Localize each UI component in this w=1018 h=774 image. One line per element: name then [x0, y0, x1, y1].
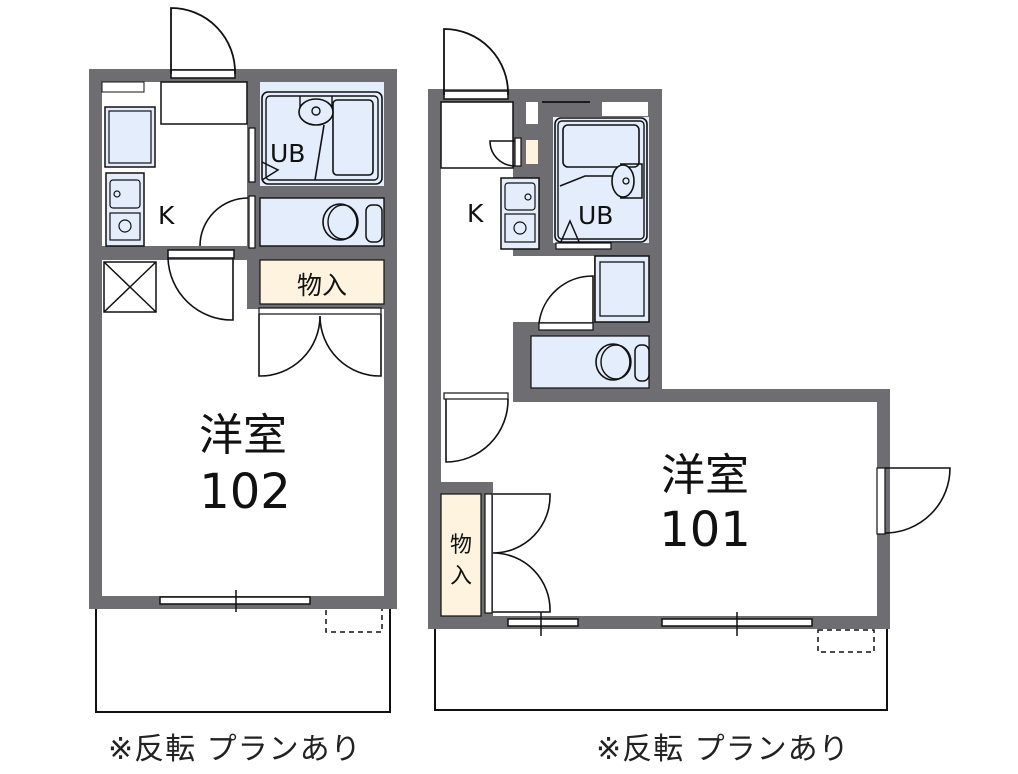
genkan-101: [440, 101, 514, 169]
room-door-102: [167, 257, 234, 321]
entrance-door-frame-102: [170, 69, 236, 79]
toilet-door-102: [248, 195, 256, 249]
closet-doors-101: [492, 493, 551, 613]
bath-door-101: [555, 242, 612, 250]
room-door-101: [445, 398, 509, 463]
entrance-door-102: [170, 7, 236, 75]
reverse-plan-note-101: ※反転 プランあり: [596, 732, 850, 767]
storage-102: [259, 259, 385, 305]
entrance-door-frame-101: [443, 90, 509, 100]
storage-101: [440, 493, 482, 617]
window-101-small: [507, 618, 579, 627]
room-label-102: 洋室: [199, 410, 287, 461]
toilet-room-102: [259, 197, 385, 247]
bath-label-102: UB: [270, 139, 305, 168]
window-102: [159, 596, 311, 605]
kitchen-label-101: K: [467, 199, 484, 228]
storage-label-bottom-101: 入: [450, 564, 472, 589]
bath-door-102: [248, 127, 256, 183]
side-door-101: [884, 467, 951, 534]
entrance-door-101: [443, 28, 509, 96]
room-label-101: 洋室: [661, 450, 749, 501]
balcony-101: [434, 627, 888, 711]
room-number-101: 101: [659, 502, 751, 558]
room-number-102: 102: [199, 464, 291, 520]
closet-doors-102: [258, 314, 382, 377]
storage-label-102: 物入: [297, 271, 347, 300]
unit-102: K UB 物入: [89, 7, 397, 713]
western-room-101: [441, 402, 877, 616]
storage-label-top-101: 物: [450, 533, 472, 558]
storage-small-101: [526, 140, 538, 164]
outdoor-unit-101: [817, 629, 875, 653]
bath-label-101: UB: [578, 201, 613, 230]
unit-101: K UB 物 入: [428, 28, 951, 711]
western-room-102-b: [102, 314, 384, 596]
balcony-102: [95, 603, 391, 713]
vent-102: [101, 81, 145, 93]
outdoor-unit-102: [325, 607, 383, 633]
washer-space-101: [594, 255, 650, 323]
genkan-102: [160, 81, 248, 125]
toilet-door-101: [538, 322, 594, 331]
fridge-102: [104, 106, 156, 168]
kitchen-label-102: K: [158, 201, 175, 230]
reverse-plan-note-102: ※反転 プランあり: [108, 732, 362, 767]
